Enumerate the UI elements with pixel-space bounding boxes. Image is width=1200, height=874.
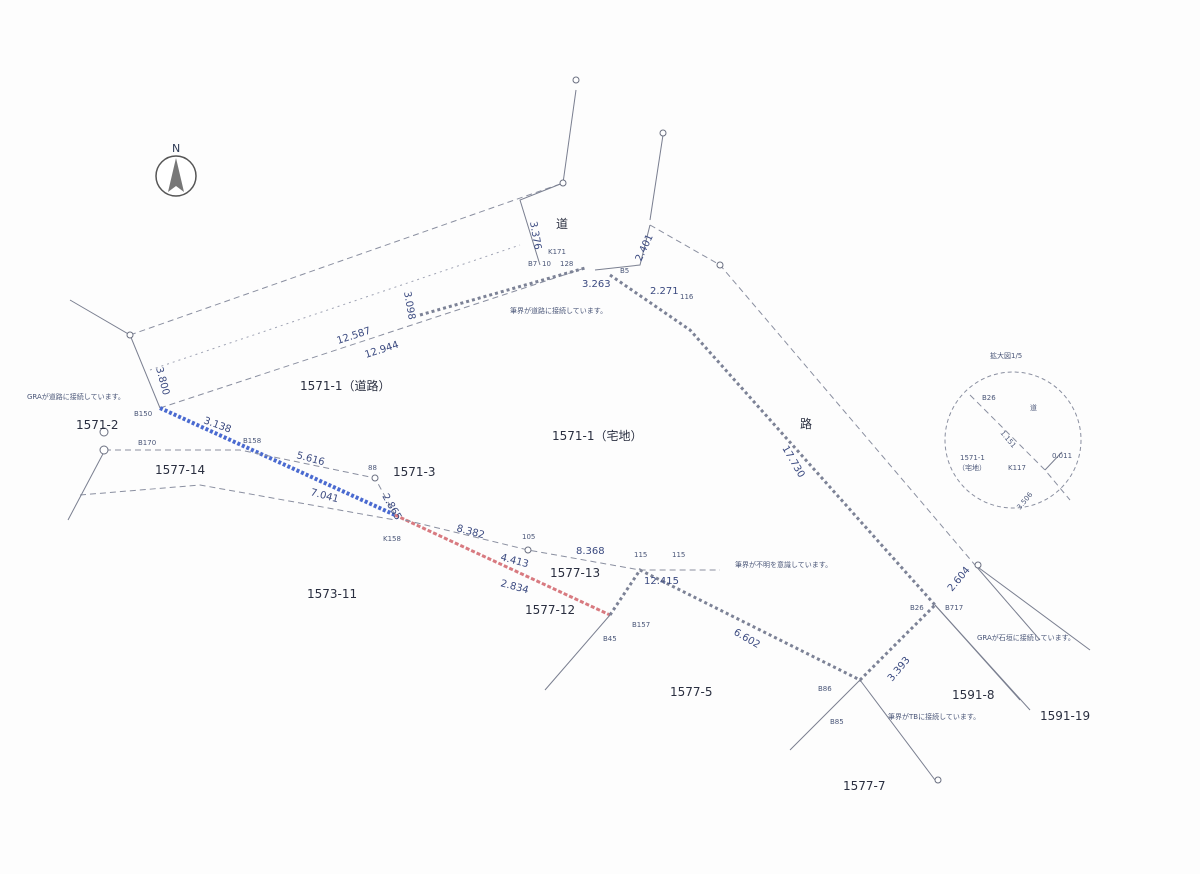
point-label: B717 — [945, 604, 963, 612]
point-label: B7 — [528, 260, 537, 268]
inset-lot: 1571-1 — [960, 454, 985, 462]
road-label-right: 路 — [800, 416, 812, 431]
inset-dim: 3.506 — [1015, 490, 1034, 511]
point-label: 115 — [634, 551, 647, 559]
north-arrow-icon: N — [155, 142, 197, 197]
road-right-edge — [649, 224, 976, 566]
point-label: B85 — [830, 718, 844, 726]
point-label: 88 — [368, 464, 377, 472]
point-label: B26 — [910, 604, 924, 612]
red-boundary — [394, 513, 611, 617]
inset-title: 拡大図1/5 — [990, 351, 1022, 360]
lot-label: 1577-14 — [155, 463, 205, 477]
blue-boundary — [159, 406, 396, 517]
dimension-label: 6.602 — [732, 627, 762, 651]
point-label: 128 — [560, 260, 573, 268]
lot-label: 1571-2 — [76, 418, 119, 432]
lot-label: 1571-1（道路） — [300, 378, 391, 393]
point-label: 105 — [522, 533, 535, 541]
road-center-line — [149, 244, 521, 371]
point-label: B86 — [818, 685, 832, 693]
road-lower-edge — [159, 267, 586, 409]
inset-dim: 0.011 — [1052, 452, 1072, 460]
lot-label: 1591-19 — [1040, 709, 1090, 723]
dimension-label: 8.368 — [576, 546, 605, 557]
dimension-label: 3.393 — [886, 655, 913, 684]
dimension-label: 2.834 — [499, 578, 530, 596]
lot-label: 1577-13 — [550, 566, 600, 580]
inset-point: B26 — [982, 394, 996, 402]
dimension-label: 3.263 — [582, 279, 611, 290]
road-upper-edge — [129, 182, 564, 336]
dimension-label: 3.376 — [527, 221, 543, 251]
dimension-label: 3.098 — [401, 291, 417, 321]
point-label: 115 — [672, 551, 685, 559]
boundary-hatch — [419, 266, 586, 317]
point-label: K171 — [548, 248, 566, 256]
dimension-label: 12.944 — [364, 340, 401, 361]
lot-label: 1577-5 — [670, 685, 713, 699]
dimension-label: 2.271 — [650, 286, 679, 297]
note-text: 筆界がTBに接続しています。 — [888, 712, 980, 721]
dimension-label: 12.415 — [644, 576, 679, 587]
survey-points: K171 B7 10 128 B5 116 B150 B170 B158 88 … — [134, 248, 963, 726]
point-label: B45 — [603, 635, 617, 643]
dimension-label: 5.616 — [295, 450, 326, 468]
inset-road: 道 — [1030, 403, 1037, 412]
point-label: B170 — [138, 439, 156, 447]
point-label: B150 — [134, 410, 152, 418]
lot-label: 1571-3 — [393, 465, 436, 479]
dimension-label: 2.865 — [379, 492, 403, 522]
inset-point: K117 — [1008, 464, 1026, 472]
road-label-upper: 道 — [556, 217, 568, 231]
note-text: GRAが道路に接続しています。 — [27, 392, 125, 401]
north-label: N — [172, 142, 180, 155]
lot-label: 1591-8 — [952, 688, 995, 702]
lot-label: 1577-12 — [525, 603, 575, 617]
dimension-label: 2.401 — [634, 233, 656, 264]
inset-lot-sub: （宅地） — [958, 463, 986, 472]
note-text: 筆界が道路に接続しています。 — [510, 306, 607, 315]
point-label: B158 — [243, 437, 261, 445]
lot-label: 1577-7 — [843, 779, 886, 793]
inset-detail: 拡大図1/5 B26 道 1.151 1571-1 （宅地） K117 0.01… — [944, 351, 1082, 511]
dimension-label: 7.041 — [309, 487, 340, 505]
point-label: B157 — [632, 621, 650, 629]
point-label: K158 — [383, 535, 401, 543]
dimension-label: 17.730 — [779, 444, 806, 480]
point-label: 10 — [542, 260, 551, 268]
lot-label: 1571-1（宅地） — [552, 428, 643, 443]
road-right-boundary — [609, 273, 937, 606]
note-text: 筆界が不明を意識しています。 — [735, 560, 832, 569]
note-text: GRAが石垣に接続しています。 — [977, 633, 1075, 642]
dimension-label: 4.413 — [499, 552, 530, 570]
lot-label: 1573-11 — [307, 587, 357, 601]
dimension-label: 3.800 — [153, 366, 171, 397]
point-label: 116 — [680, 293, 694, 301]
point-label: B5 — [620, 267, 629, 275]
dimension-label: 2.604 — [946, 565, 973, 594]
dimension-label: 8.382 — [455, 523, 486, 541]
